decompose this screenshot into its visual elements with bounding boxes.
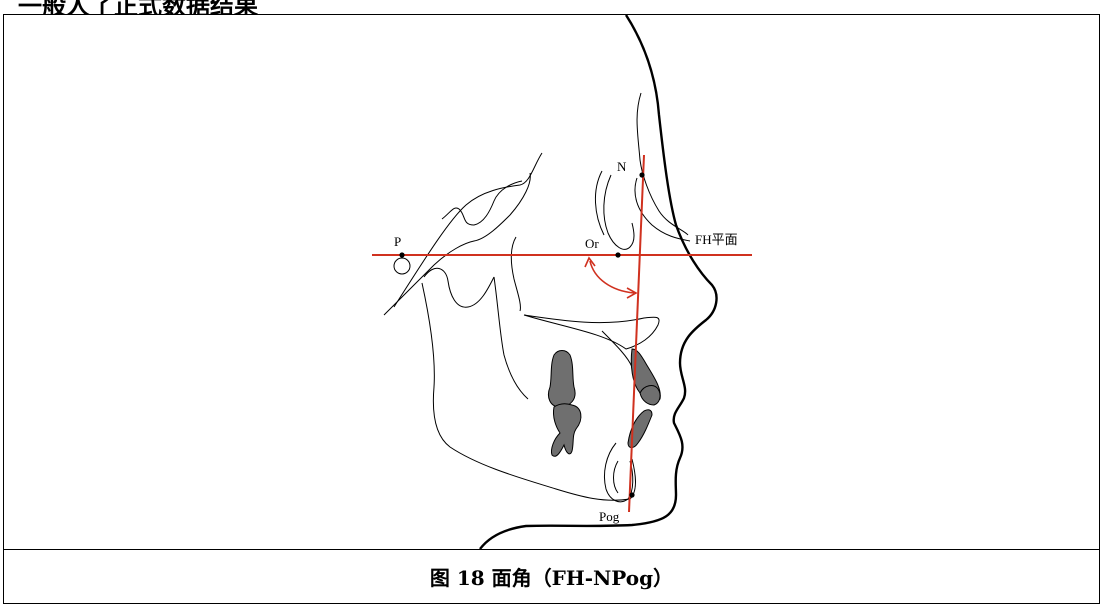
- n-pog-line: [628, 154, 645, 513]
- orbitale-point: [615, 252, 621, 258]
- symphysis-contour: [603, 442, 634, 503]
- zygomatic-contour: [510, 236, 521, 312]
- palatal-contour: [523, 314, 660, 350]
- label-p: P: [394, 234, 401, 249]
- arc-arrow-top: [584, 256, 596, 268]
- symphysis-inner: [613, 460, 619, 494]
- figure-table: N P Or FH平面 Pog 图 18 面角（FH-NPog）: [3, 14, 1100, 604]
- pogonion-point: [629, 492, 635, 498]
- figure-cell: N P Or FH平面 Pog: [4, 15, 1099, 550]
- label-n: N: [617, 159, 627, 174]
- sella-contour: [441, 180, 523, 226]
- pterygoid-contour: [383, 172, 531, 316]
- facial-angle-arc: [589, 260, 635, 294]
- nasion-point: [639, 172, 645, 178]
- label-pog: Pog: [599, 509, 620, 524]
- label-fh-plane: FH平面: [695, 232, 738, 247]
- porion-point: [399, 252, 405, 258]
- molar-teeth: [547, 350, 582, 457]
- nasal-contour: [634, 177, 691, 242]
- maxilla-line: [601, 330, 633, 368]
- ramus-notch: [423, 267, 495, 308]
- caption-cell: 图 18 面角（FH-NPog）: [4, 550, 1099, 603]
- figure-caption: 图 18 面角（FH-NPog）: [429, 566, 674, 590]
- ramus-inner: [493, 276, 529, 400]
- cephalometric-diagram: N P Or FH平面 Pog: [372, 15, 752, 549]
- orbit-contour: [603, 174, 635, 250]
- arc-arrow-bottom: [626, 287, 638, 299]
- orbit-rim: [594, 170, 605, 236]
- cranial-base-line: [393, 152, 543, 308]
- bony-profile: [636, 92, 689, 236]
- soft-tissue-profile: [479, 15, 718, 549]
- cropped-heading-text: 一般人了正式数据结果: [18, 0, 258, 14]
- cropped-heading-fragment: 一般人了正式数据结果: [0, 0, 1105, 14]
- label-or: Or: [585, 236, 599, 251]
- porion-circle: [393, 257, 411, 275]
